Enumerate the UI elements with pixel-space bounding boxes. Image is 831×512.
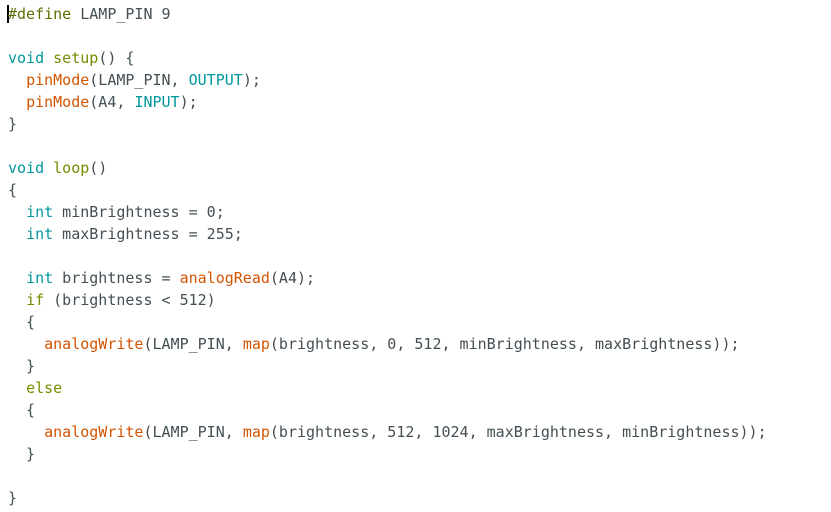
code-token-keyword: setup [53,49,99,67]
code-token-plain: { [8,181,18,199]
code-token-plain: { [8,401,36,419]
code-token-plain: minBrightness = 0; [53,203,225,221]
code-line[interactable]: pinMode(A4, INPUT); [8,91,767,113]
code-line[interactable]: ​ [8,465,767,487]
code-line[interactable]: } [8,113,767,135]
code-token-plain: (A4, [89,93,135,111]
code-token-constant: void [8,159,45,177]
code-token-plain: (LAMP_PIN, [143,423,243,441]
code-token-function: analogRead [179,269,270,287]
code-area[interactable]: #define LAMP_PIN 9​void setup() { pinMod… [8,3,767,509]
code-token-plain [8,71,26,89]
code-token-plain: ); [179,93,198,111]
code-token-function: pinMode [26,71,90,89]
code-token-plain: maxBrightness = 255; [53,225,243,243]
code-line[interactable]: else [8,377,767,399]
code-line[interactable]: { [8,311,767,333]
code-token-plain: brightness = [53,269,180,287]
code-token-plain [8,203,26,221]
code-line[interactable]: int minBrightness = 0; [8,201,767,223]
code-token-keyword: if [26,291,45,309]
code-token-plain: (brightness, 0, 512, minBrightness, maxB… [269,335,740,353]
code-token-constant: int [26,225,54,243]
code-line[interactable]: analogWrite(LAMP_PIN, map(brightness, 51… [8,421,767,443]
code-token-plain: ); [242,71,261,89]
code-token-plain [8,225,26,243]
code-line[interactable]: void loop() [8,157,767,179]
code-token-constant: int [26,203,54,221]
code-token-plain: (LAMP_PIN, [89,71,189,89]
code-token-plain: (brightness, 512, 1024, maxBrightness, m… [269,423,767,441]
code-token-preprocessor: #define [8,5,72,23]
code-token-plain: () [89,159,108,177]
code-token-keyword: else [26,379,63,397]
code-line[interactable]: int brightness = analogRead(A4); [8,267,767,289]
code-line[interactable]: #define LAMP_PIN 9 [8,3,767,25]
code-line[interactable]: int maxBrightness = 255; [8,223,767,245]
code-token-plain: { [8,313,36,331]
code-token-plain [8,269,26,287]
code-token-function: map [242,335,270,353]
code-token-plain [8,379,26,397]
code-token-plain: } [8,489,18,507]
code-token-plain [8,423,44,441]
code-token-plain: } [8,115,18,133]
code-token-constant: int [26,269,54,287]
text-cursor [7,5,9,23]
code-line[interactable]: void setup() { [8,47,767,69]
code-line[interactable]: ​ [8,245,767,267]
code-token-plain: (brightness < 512) [44,291,216,309]
code-token-plain [44,159,53,177]
code-token-plain [8,335,44,353]
code-token-plain: } [8,445,36,463]
code-token-plain: } [8,357,36,375]
code-line[interactable]: ​ [8,135,767,157]
code-line[interactable]: analogWrite(LAMP_PIN, map(brightness, 0,… [8,333,767,355]
code-line[interactable]: { [8,399,767,421]
code-line[interactable]: pinMode(LAMP_PIN, OUTPUT); [8,69,767,91]
code-token-function: analogWrite [44,423,144,441]
code-token-plain [8,291,26,309]
code-line[interactable]: if (brightness < 512) [8,289,767,311]
code-token-constant: OUTPUT [188,71,243,89]
code-token-function: map [242,423,270,441]
code-token-plain: (LAMP_PIN, [143,335,243,353]
code-token-plain: () { [98,49,135,67]
code-token-plain: LAMP_PIN 9 [71,5,171,23]
code-line[interactable]: } [8,487,767,509]
code-token-plain [44,49,53,67]
code-token-plain [8,93,26,111]
code-token-function: analogWrite [44,335,144,353]
code-line[interactable]: ​ [8,25,767,47]
code-token-function: pinMode [26,93,90,111]
code-token-constant: INPUT [134,93,180,111]
code-line[interactable]: } [8,355,767,377]
code-line[interactable]: { [8,179,767,201]
code-line[interactable]: } [8,443,767,465]
code-token-plain: (A4); [269,269,316,287]
code-token-keyword: loop [53,159,90,177]
code-token-constant: void [8,49,45,67]
